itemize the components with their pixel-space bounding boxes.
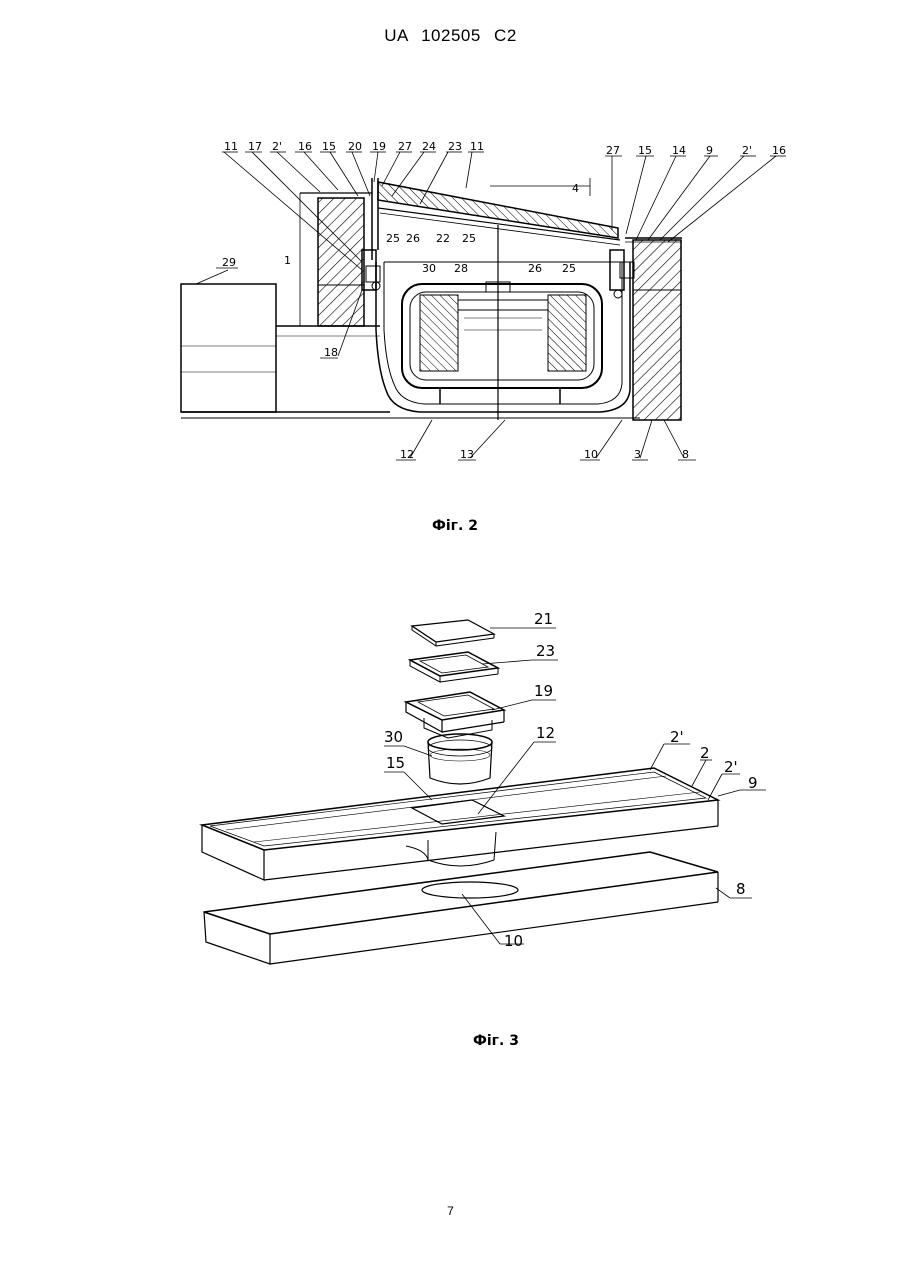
fig2-label: 12 <box>400 448 414 461</box>
fig2-label: 4 <box>572 182 579 195</box>
fig3-label: 19 <box>534 682 553 700</box>
fig2-label: 16 <box>298 140 312 153</box>
fig2-label: 13 <box>460 448 474 461</box>
fig2-label: 15 <box>322 140 336 153</box>
fig3-label: 2' <box>724 758 738 776</box>
figure-3-caption: Фіг. 3 <box>473 1033 519 1049</box>
grate-cover <box>372 178 620 260</box>
fig2-label: 25 <box>562 262 576 275</box>
fig2-label: 25 <box>386 232 400 245</box>
fig3-label: 15 <box>386 754 405 772</box>
fig3-label: 9 <box>748 774 758 792</box>
fig2-label: 15 <box>638 144 652 157</box>
page-number: 7 <box>0 1204 901 1218</box>
fig3-label: 23 <box>536 642 555 660</box>
fig3-label: 21 <box>534 610 553 628</box>
fig2-label: 26 <box>406 232 420 245</box>
fig2-label: 8 <box>682 448 689 461</box>
fig2-label: 11 <box>470 140 484 153</box>
fig2-label: 14 <box>672 144 686 157</box>
fig2-label: 26 <box>528 262 542 275</box>
fig3-label: 10 <box>504 932 523 950</box>
figure-2-caption: Фіг. 2 <box>432 518 478 534</box>
left-mounting-block <box>318 198 364 326</box>
fig2-label: 22 <box>436 232 450 245</box>
fig2-label: 19 <box>372 140 386 153</box>
fig2-label: 27 <box>606 144 620 157</box>
fig2-label: 30 <box>422 262 436 275</box>
fig2-label: 20 <box>348 140 362 153</box>
fig3-label: 2 <box>700 744 710 762</box>
fig2-label: 27 <box>398 140 412 153</box>
fig2-label: 1 <box>284 254 291 267</box>
fig2-label: 28 <box>454 262 468 275</box>
fig3-label: 30 <box>384 728 403 746</box>
fig3-label: 8 <box>736 880 746 898</box>
fig2-label: 25 <box>462 232 476 245</box>
fig2-label: 11 <box>224 140 238 153</box>
fig2-label: 3 <box>634 448 641 461</box>
fig2-label: 18 <box>324 346 338 359</box>
fig2-label: 2' <box>742 144 752 157</box>
fig2-label: 23 <box>448 140 462 153</box>
right-mounting-block <box>633 240 681 420</box>
fig2-label: 17 <box>248 140 262 153</box>
fig2-label: 9 <box>706 144 713 157</box>
fig2-label: 10 <box>584 448 598 461</box>
fig2-label: 16 <box>772 144 786 157</box>
fig3-label: 12 <box>536 724 555 742</box>
siphon-trap <box>402 282 602 404</box>
figure-3-drawing <box>202 620 718 964</box>
fig2-label: 2' <box>272 140 282 153</box>
fig3-label: 2' <box>670 728 684 746</box>
fig2-label: 24 <box>422 140 436 153</box>
fig2-label: 29 <box>222 256 236 269</box>
